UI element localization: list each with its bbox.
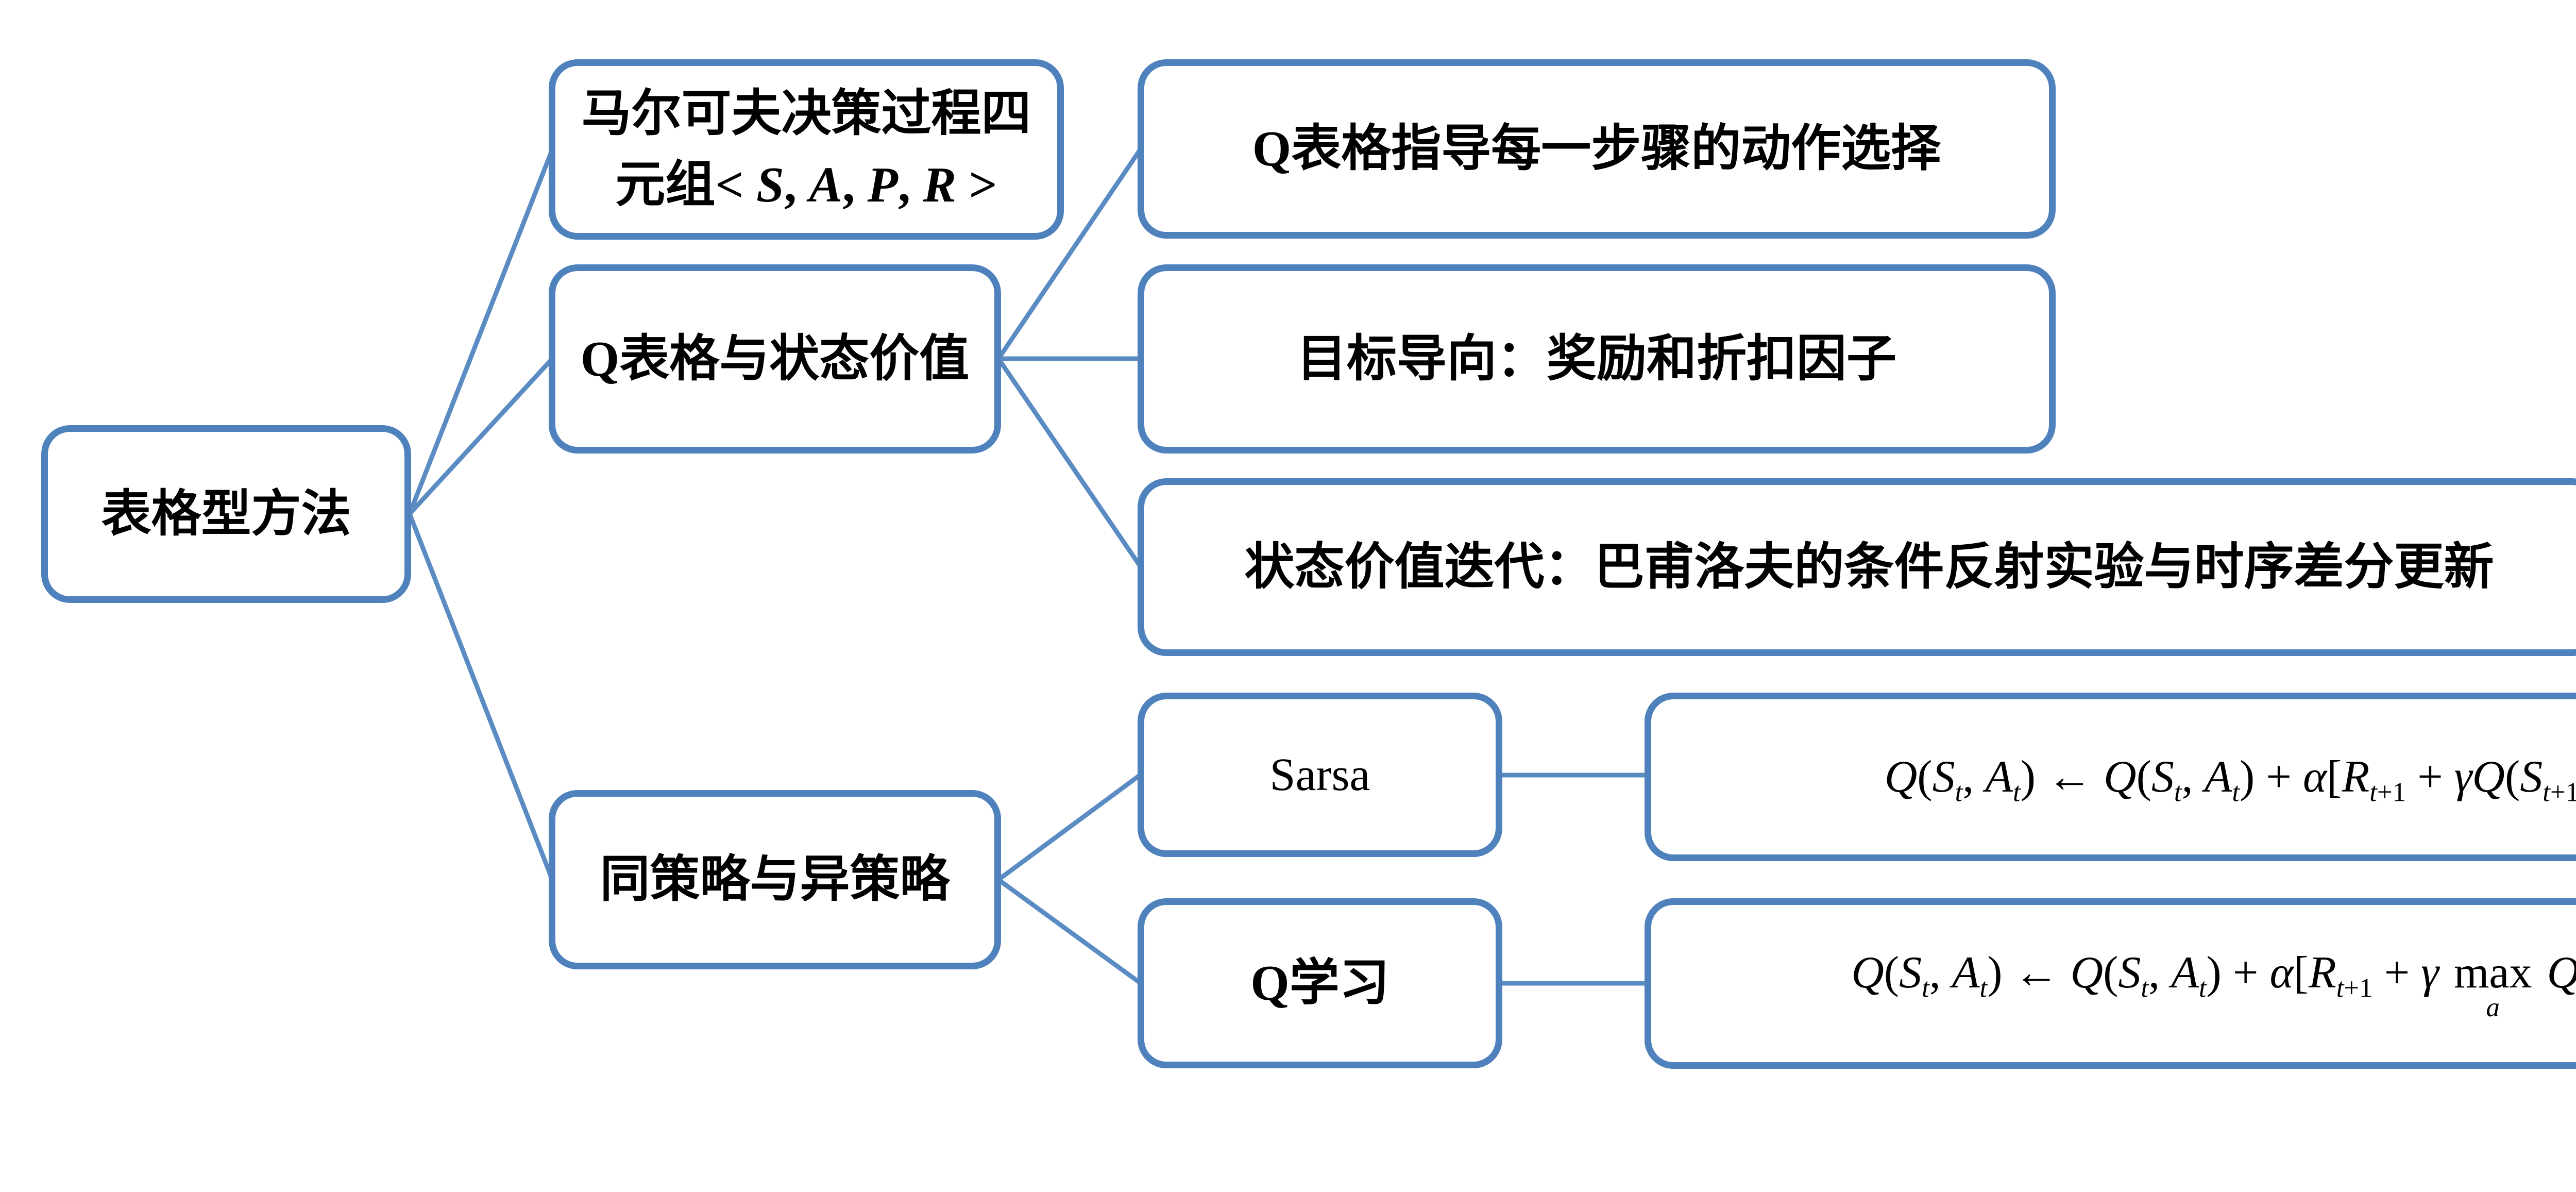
node-label-line2: 元组< S, A, P, R > [615, 157, 997, 212]
node-q-table-state-value[interactable]: Q表格与状态价值 [549, 264, 1001, 454]
node-q-learning[interactable]: Q学习 [1138, 898, 1502, 1068]
node-q-table-guides-actions[interactable]: Q表格指导每一步骤的动作选择 [1138, 59, 2056, 239]
node-label: Sarsa [1269, 749, 1370, 800]
node-label: Q表格指导每一步骤的动作选择 [1252, 121, 1941, 177]
node-label-line1: 马尔可夫决策过程四 [581, 86, 1031, 142]
node-state-value-iteration[interactable]: 状态价值迭代：巴甫洛夫的条件反射实验与时序差分更新 [1138, 478, 2576, 656]
connector-policy-to-qlearning [997, 878, 1142, 985]
node-label: Q表格与状态价值 [580, 331, 970, 387]
node-sarsa-formula[interactable]: Q(St, At) ← Q(St, At) + α[Rt+1 + γQ(St+1… [1645, 693, 2576, 861]
node-on-policy-off-policy[interactable]: 同策略与异策略 [549, 790, 1001, 969]
connector-root-to-policy [407, 513, 555, 881]
node-goal-oriented[interactable]: 目标导向：奖励和折扣因子 [1138, 264, 2056, 454]
connector-policy-to-sarsa [997, 773, 1142, 882]
node-label: 表格型方法 [101, 486, 351, 542]
node-mdp-tuple[interactable]: 马尔可夫决策过程四 元组< S, A, P, R > [549, 59, 1064, 240]
connector-qtable-to-guide [996, 147, 1143, 360]
node-label: 目标导向：奖励和折扣因子 [1297, 331, 1896, 387]
node-sarsa[interactable]: Sarsa [1138, 693, 1502, 857]
connector-root-to-qtable [408, 357, 554, 516]
node-label: 同策略与异策略 [600, 852, 950, 908]
node-label: 状态价值迭代：巴甫洛夫的条件反射实验与时序差分更新 [1244, 539, 2494, 595]
connector-qtable-to-value-iter [996, 357, 1143, 568]
connector-root-to-mdp [407, 148, 555, 515]
sarsa-update-formula: Q(St, At) ← Q(St, At) + α[Rt+1 + γQ(St+1… [1884, 751, 2576, 808]
node-label: Q学习 [1250, 955, 1389, 1011]
node-tabular-methods[interactable]: 表格型方法 [41, 425, 411, 603]
